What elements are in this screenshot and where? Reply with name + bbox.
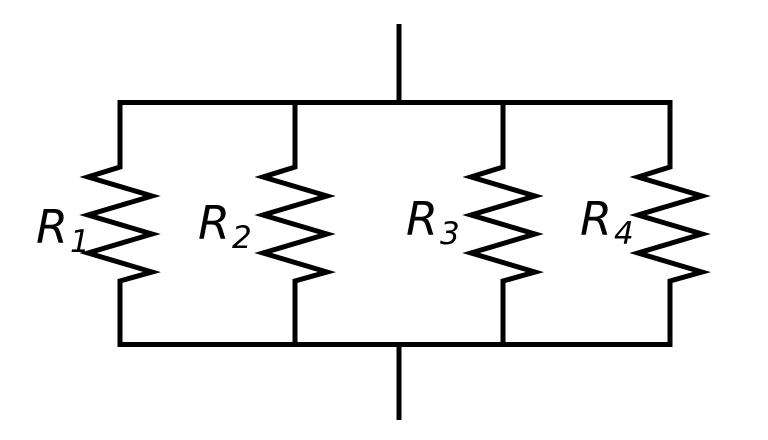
resistor-2-subscript: 2 <box>231 220 252 256</box>
resistor-3-symbol <box>462 102 545 345</box>
resistor-1-label: R1 <box>36 204 90 258</box>
resistor-4-symbol <box>629 102 712 345</box>
resistor-1-symbol <box>79 102 162 345</box>
resistor-4-label: R4 <box>580 196 634 250</box>
resistor-3-label: R3 <box>406 196 460 250</box>
resistor-2-symbol-text: R <box>198 196 230 250</box>
resistor-3-subscript: 3 <box>439 216 460 252</box>
resistor-1-symbol-text: R <box>36 200 68 254</box>
resistor-2-symbol <box>254 102 337 345</box>
resistor-3-symbol-text: R <box>406 192 438 246</box>
resistor-1-subscript: 1 <box>69 224 90 260</box>
resistor-2-label: R2 <box>198 200 252 254</box>
resistor-4-subscript: 4 <box>613 216 634 252</box>
resistor-4-symbol-text: R <box>580 192 612 246</box>
